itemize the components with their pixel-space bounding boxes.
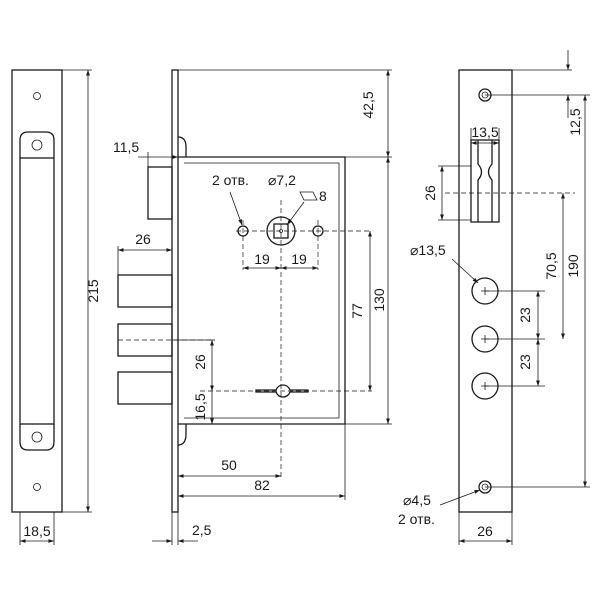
bottom-lug-hole xyxy=(31,431,43,443)
dim-hole-pitch-1-label: 23 xyxy=(517,307,533,323)
dim-key-to-bottom-label: 16,5 xyxy=(192,393,208,420)
dim-holes-label: 2 отв. xyxy=(212,172,249,188)
latch-profile-right xyxy=(487,140,493,222)
dim-cutout-diameter-label: ⌀13,5 xyxy=(410,242,446,258)
dim-latch-height-label: 26 xyxy=(422,185,438,201)
dim-case-depth-label: 82 xyxy=(254,477,270,493)
dim-spindle-to-key-label: 77 xyxy=(349,303,365,319)
dim-screw-pitch-label: 190 xyxy=(565,254,581,278)
right-faceplate-view: 13,5 26 12,5 190 70,5 23 23 ⌀13,5 ⌀4,5 2… xyxy=(398,50,590,545)
dim-spindle-to-bolt-label: 70,5 xyxy=(543,252,559,279)
dim-backset-label: 50 xyxy=(221,457,237,473)
dim-faceplate-thickness-label: 2,5 xyxy=(192,522,212,538)
latch-bolt xyxy=(147,166,173,220)
dead-bolt-1 xyxy=(117,274,173,308)
leader-cutout-diameter xyxy=(451,258,479,284)
leader-screw-diameter xyxy=(439,489,481,506)
bottom-lug xyxy=(19,424,55,451)
latch-opening xyxy=(470,139,500,223)
top-lug xyxy=(19,131,55,158)
screw-hole-bottom xyxy=(33,483,41,491)
dim-top-offset-label: 42,5 xyxy=(360,91,376,118)
dim-bolt-offset-label: 11,5 xyxy=(113,139,139,155)
leader-square xyxy=(286,201,305,226)
center-faceplate xyxy=(171,69,179,513)
dead-bolt-3 xyxy=(117,371,173,405)
dim-screw-diameter-label: ⌀4,5 xyxy=(403,492,431,508)
dim-spacing-right-label: 19 xyxy=(291,251,307,267)
square-symbol-icon xyxy=(299,191,318,201)
dim-screw-holes-label: 2 отв. xyxy=(398,511,435,527)
dim-bolt-throw-label: 26 xyxy=(135,231,151,247)
faceplate-outline xyxy=(11,69,63,513)
case-lug-bottom xyxy=(177,424,187,446)
dim-hole-pitch-2-label: 23 xyxy=(517,354,533,370)
dim-top-screw-offset-label: 12,5 xyxy=(567,108,583,135)
lock-case xyxy=(178,156,346,425)
dim-spacing-left-label: 19 xyxy=(254,251,270,267)
keyhole xyxy=(255,384,309,398)
dim-case-height-label: 130 xyxy=(371,288,387,312)
dim-overall-height-label: 215 xyxy=(85,279,101,303)
latch-profile-left xyxy=(477,140,483,222)
lock-case-inner xyxy=(184,162,340,419)
top-lug-hole xyxy=(31,139,43,151)
faceplate-recess xyxy=(19,157,55,425)
center-side-view: 2 отв. ⌀7,2 8 19 19 11,5 26 26 16,5 42,5 xyxy=(113,69,392,545)
dim-bolt-pitch-label: 26 xyxy=(192,354,208,370)
leader-hole-diameter xyxy=(229,191,243,226)
dim-right-plate-width-label: 26 xyxy=(477,523,493,539)
case-lug-top xyxy=(177,136,187,157)
dim-hole-diameter-label: ⌀7,2 xyxy=(268,172,296,188)
left-faceplate-view: 215 18,5 xyxy=(11,69,101,545)
dim-left-plate-width-label: 18,5 xyxy=(23,523,50,539)
screw-hole-top xyxy=(33,92,41,100)
dim-latch-width-label: 13,5 xyxy=(471,124,498,140)
dim-square-size-label: 8 xyxy=(319,188,327,204)
